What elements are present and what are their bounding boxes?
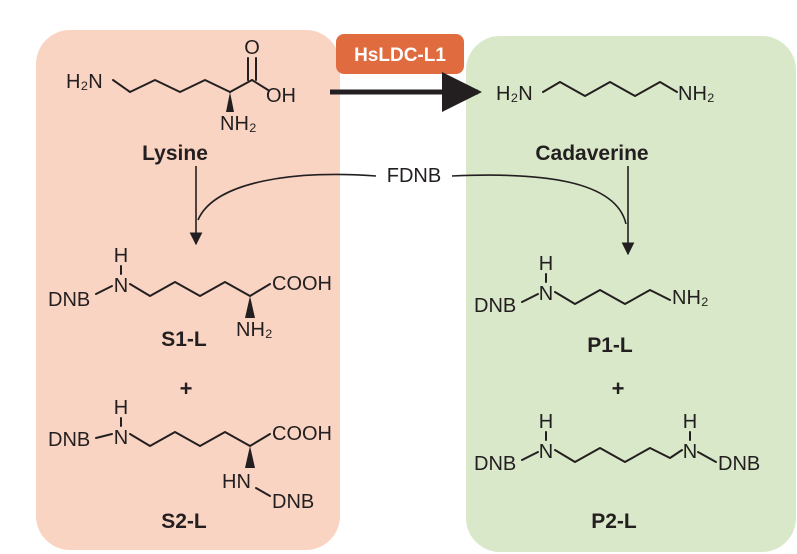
cadaverine-name: Cadaverine <box>535 142 648 165</box>
p1-name: P1-L <box>587 334 633 357</box>
s1-name: S1-L <box>161 328 207 351</box>
s2-name: S2-L <box>161 510 207 533</box>
s1-structure: H N DNB COOH NH₂ S1-L <box>48 245 332 351</box>
s2-n: N <box>114 427 128 449</box>
s2-h: H <box>114 397 128 419</box>
plus-left: + <box>180 376 193 401</box>
s1-n: N <box>114 275 128 297</box>
p2-h: H <box>539 411 553 433</box>
p2-n2: N <box>683 441 697 463</box>
s2-structure: H N DNB COOH HN DNB S2-L <box>48 397 332 533</box>
fdnb-to-cadaverine-curve <box>451 174 627 225</box>
p2-n: N <box>539 441 553 463</box>
p2-structure: H N DNB H N DNB P2-L <box>474 411 760 533</box>
p2-name: P2-L <box>591 510 637 533</box>
s2-dnb: DNB <box>48 429 90 451</box>
p1-dnb: DNB <box>474 295 516 317</box>
plus-right: + <box>612 376 625 401</box>
lysine-name: Lysine <box>142 142 208 165</box>
product-panel <box>466 36 796 552</box>
lysine-o: O <box>244 37 260 59</box>
s1-cooh: COOH <box>272 273 332 295</box>
s1-nh2: NH₂ <box>236 319 273 341</box>
p2-dnb2: DNB <box>718 453 760 475</box>
enzyme-badge <box>336 34 464 74</box>
lysine-oh: OH <box>266 85 296 107</box>
s1-h: H <box>114 245 128 267</box>
lysine-nh2: NH₂ <box>220 113 257 135</box>
cadaverine-h2n: H₂N <box>496 83 533 105</box>
p2-dnb: DNB <box>474 453 516 475</box>
p1-h: H <box>539 253 553 275</box>
lysine-structure: H₂N O OH NH₂ Lysine <box>66 37 296 165</box>
p2-h2: H <box>683 411 697 433</box>
s2-cooh: COOH <box>272 423 332 445</box>
fdnb-to-lysine-curve <box>197 173 377 221</box>
lysine-h2n: H₂N <box>66 71 103 93</box>
s1-dnb: DNB <box>48 289 90 311</box>
p1-n: N <box>539 283 553 305</box>
s2-dnb2: DNB <box>272 491 314 513</box>
fdnb-label: FDNB <box>387 165 441 187</box>
cadaverine-nh2: NH₂ <box>678 83 715 105</box>
p1-structure: H N DNB NH₂ P1-L <box>474 253 709 357</box>
enzyme-label: HsLDC-L1 <box>354 45 446 66</box>
s2-hn: HN <box>222 471 251 493</box>
p1-nh2: NH₂ <box>672 287 709 309</box>
cadaverine-structure: H₂N NH₂ Cadaverine <box>496 81 715 165</box>
